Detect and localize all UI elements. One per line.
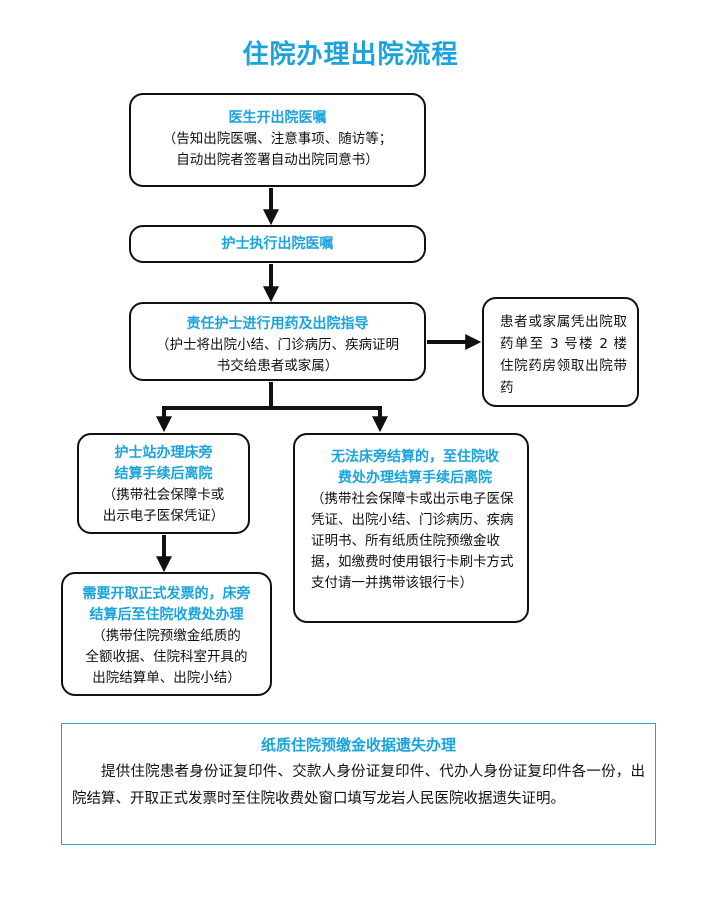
step-bedside-settle: 护士站办理床旁 结算手续后离院 （携带社会保障卡或 出示电子医保凭证） xyxy=(77,433,250,534)
note-title: 纸质住院预缴金收据遗失办理 xyxy=(260,736,456,754)
step-title: 无法床旁结算的，至住院收 费处办理结算手续后离院 xyxy=(331,449,499,486)
step-invoice: 需要开取正式发票的，床旁 结算后至住院收费处办理 （携带住院预缴金纸质的 全额收… xyxy=(61,572,272,696)
step-desc: （携带社会保障卡或出示电子医保凭证、出院小结、门诊病历、疾病证明书、所有纸质住院… xyxy=(311,491,514,591)
step-title: 护士站办理床旁 结算手续后离院 xyxy=(114,445,213,482)
step-title: 护士执行出院医嘱 xyxy=(221,236,334,252)
step-cashier-settle: 无法床旁结算的，至住院收 费处办理结算手续后离院 （携带社会保障卡或出示电子医保… xyxy=(293,433,529,623)
step-nurse-guidance: 责任护士进行用药及出院指导 （护士将出院小结、门诊病历、疾病证明 书交给患者或家… xyxy=(129,302,426,381)
step-desc: （护士将出院小结、门诊病历、疾病证明 书交给患者或家属） xyxy=(156,337,399,374)
step-title: 医生开出院医嘱 xyxy=(228,110,327,126)
step-desc: （携带住院预缴金纸质的 全额收据、住院科室开具的 出院结算单、出院小结） xyxy=(85,628,248,686)
step-desc: （携带社会保障卡或 出示电子医保凭证） xyxy=(102,487,225,524)
step-doctor-order: 医生开出院医嘱 （告知出院医嘱、注意事项、随访等； 自动出院者签署自动出院同意书… xyxy=(129,93,426,187)
page-title: 住院办理出院流程 xyxy=(242,40,459,70)
step-title: 责任护士进行用药及出院指导 xyxy=(186,316,369,332)
lost-receipt-note: 纸质住院预缴金收据遗失办理 提供住院患者身份证复印件、交款人身份证复印件、代办人… xyxy=(61,723,656,845)
step-desc: 患者或家属凭出院取药单至 3 号楼 2 楼住院药房领取出院带药 xyxy=(500,314,627,396)
step-pharmacy: 患者或家属凭出院取药单至 3 号楼 2 楼住院药房领取出院带药 xyxy=(482,297,639,407)
step-title: 需要开取正式发票的，床旁 结算后至住院收费处办理 xyxy=(82,586,251,623)
step-desc: （告知出院医嘱、注意事项、随访等； 自动出院者签署自动出院同意书） xyxy=(162,131,393,168)
note-body: 提供住院患者身份证复印件、交款人身份证复印件、代办人身份证复印件各一份，出院结算… xyxy=(72,764,645,807)
step-nurse-execute: 护士执行出院医嘱 xyxy=(129,225,426,263)
